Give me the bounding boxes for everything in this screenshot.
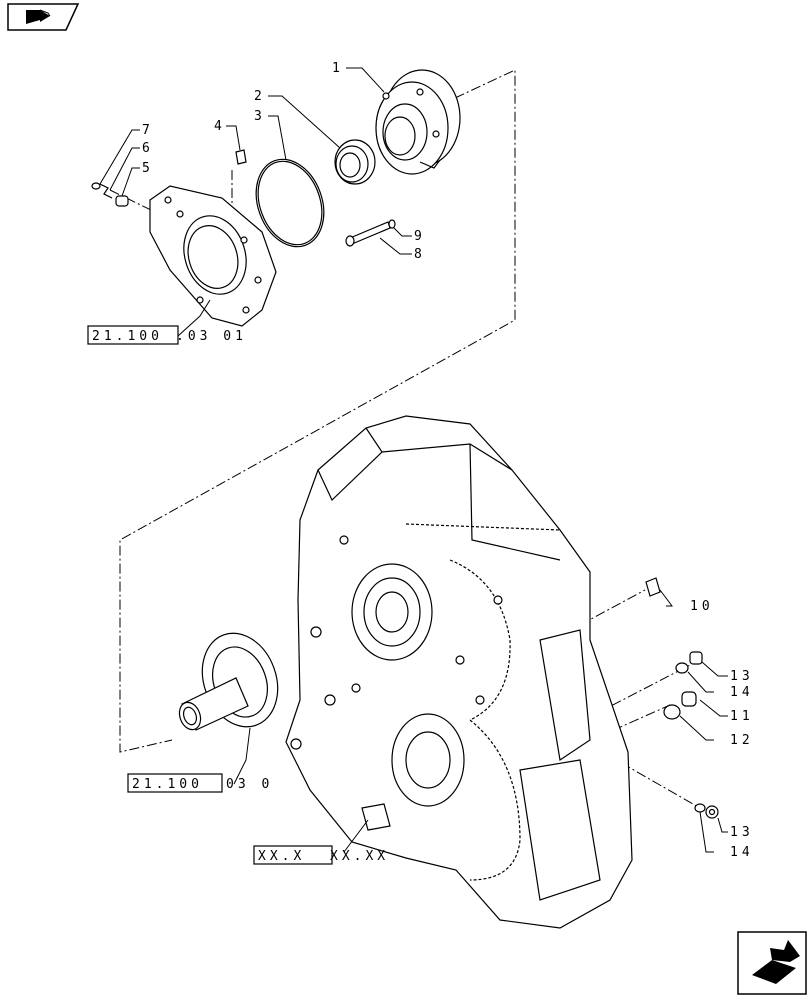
reference-box-label: 21.100 xyxy=(92,329,163,344)
callout-14-lower: 14 xyxy=(730,845,754,860)
bolt-parts xyxy=(345,219,396,247)
leader-lines xyxy=(99,67,728,853)
callout-8: 8 xyxy=(414,247,422,262)
callout-2: 2 xyxy=(254,89,262,104)
callout-3: 3 xyxy=(254,109,262,124)
side-plug-parts xyxy=(645,577,719,819)
clip-part xyxy=(235,149,247,165)
callout-7: 7 xyxy=(142,123,150,138)
shaft-flange-part xyxy=(178,632,279,731)
callout-13-upper: 13 xyxy=(730,669,754,684)
next-page-arrow-icon[interactable] xyxy=(737,931,807,995)
seal-ring-part xyxy=(334,139,376,185)
reference-suffix: 03 0 xyxy=(226,777,273,792)
reference-21-100-03-0[interactable]: 21.100 03 0 xyxy=(127,773,273,793)
callout-9: 9 xyxy=(414,229,422,244)
reference-suffix: XX.XX xyxy=(330,849,389,864)
pump-cover-plate xyxy=(149,185,277,327)
reference-suffix: .03 01 xyxy=(176,329,247,344)
reference-box-label: XX.X xyxy=(258,849,305,864)
callout-13-lower: 13 xyxy=(730,825,754,840)
callout-4: 4 xyxy=(214,119,222,134)
callout-11: 11 xyxy=(730,709,754,724)
book-with-arrow-icon[interactable] xyxy=(7,3,80,31)
pump-housing-part xyxy=(375,69,461,175)
callout-6: 6 xyxy=(142,141,150,156)
callout-10: 10 xyxy=(690,599,714,614)
callout-12: 12 xyxy=(730,733,754,748)
callout-5: 5 xyxy=(142,161,150,176)
callout-1: 1 xyxy=(332,61,340,76)
o-ring-part xyxy=(255,158,325,248)
reference-box-label: 21.100 xyxy=(132,777,203,792)
callout-14-upper: 14 xyxy=(730,685,754,700)
reference-xx-x-xx-xx[interactable]: XX.X XX.XX xyxy=(253,845,389,865)
transmission-housing xyxy=(285,415,633,929)
reference-21-100-03-01[interactable]: 21.100 .03 01 xyxy=(87,325,247,345)
